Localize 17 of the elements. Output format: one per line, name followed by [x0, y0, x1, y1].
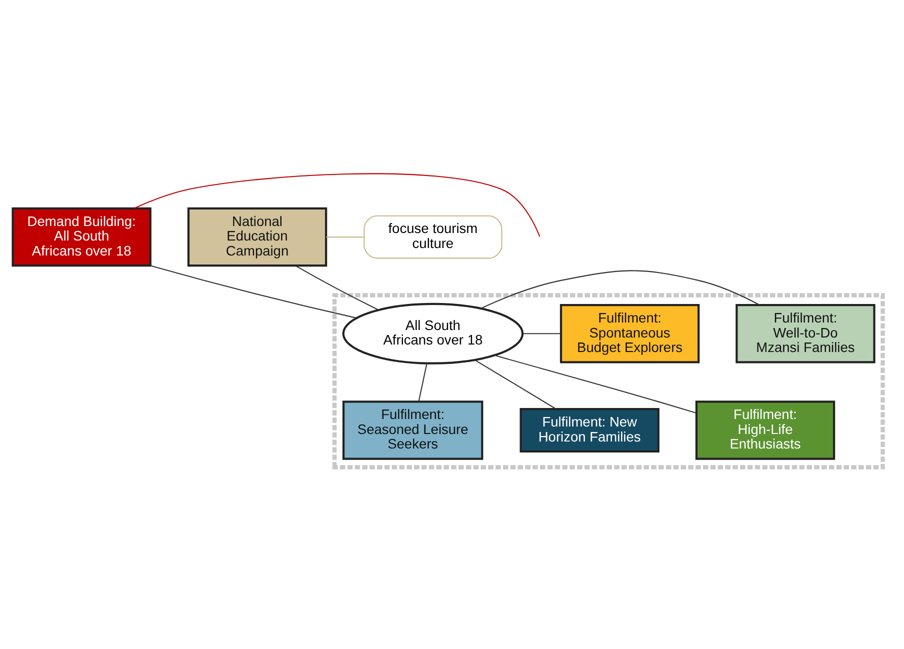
cluster	[332, 293, 885, 470]
node-box: National Education Campaign	[187, 207, 328, 267]
node-box: Fulfilment: Spontaneous Budget Explorers	[560, 304, 700, 364]
node-box: Fulfilment: Seasoned Leisure Seekers	[342, 400, 484, 460]
node-ellipse: All South Africans over 18	[342, 302, 524, 364]
connector	[475, 360, 556, 410]
node-box: Demand Building: All South Africans over 18	[12, 207, 152, 267]
connector	[522, 333, 561, 334]
connector	[134, 173, 540, 237]
node-box: Fulfilment: High-Life Enthusiasts	[695, 400, 836, 460]
connector	[494, 354, 696, 414]
connector	[326, 236, 364, 238]
node-box: focuse tourism culture	[364, 215, 502, 259]
connector	[418, 363, 428, 402]
connector	[150, 265, 356, 318]
node-box: Fulfilment: New Horizon Families	[520, 408, 660, 452]
node-box: Fulfilment: Well-to-Do Mzansi Families	[736, 304, 876, 364]
